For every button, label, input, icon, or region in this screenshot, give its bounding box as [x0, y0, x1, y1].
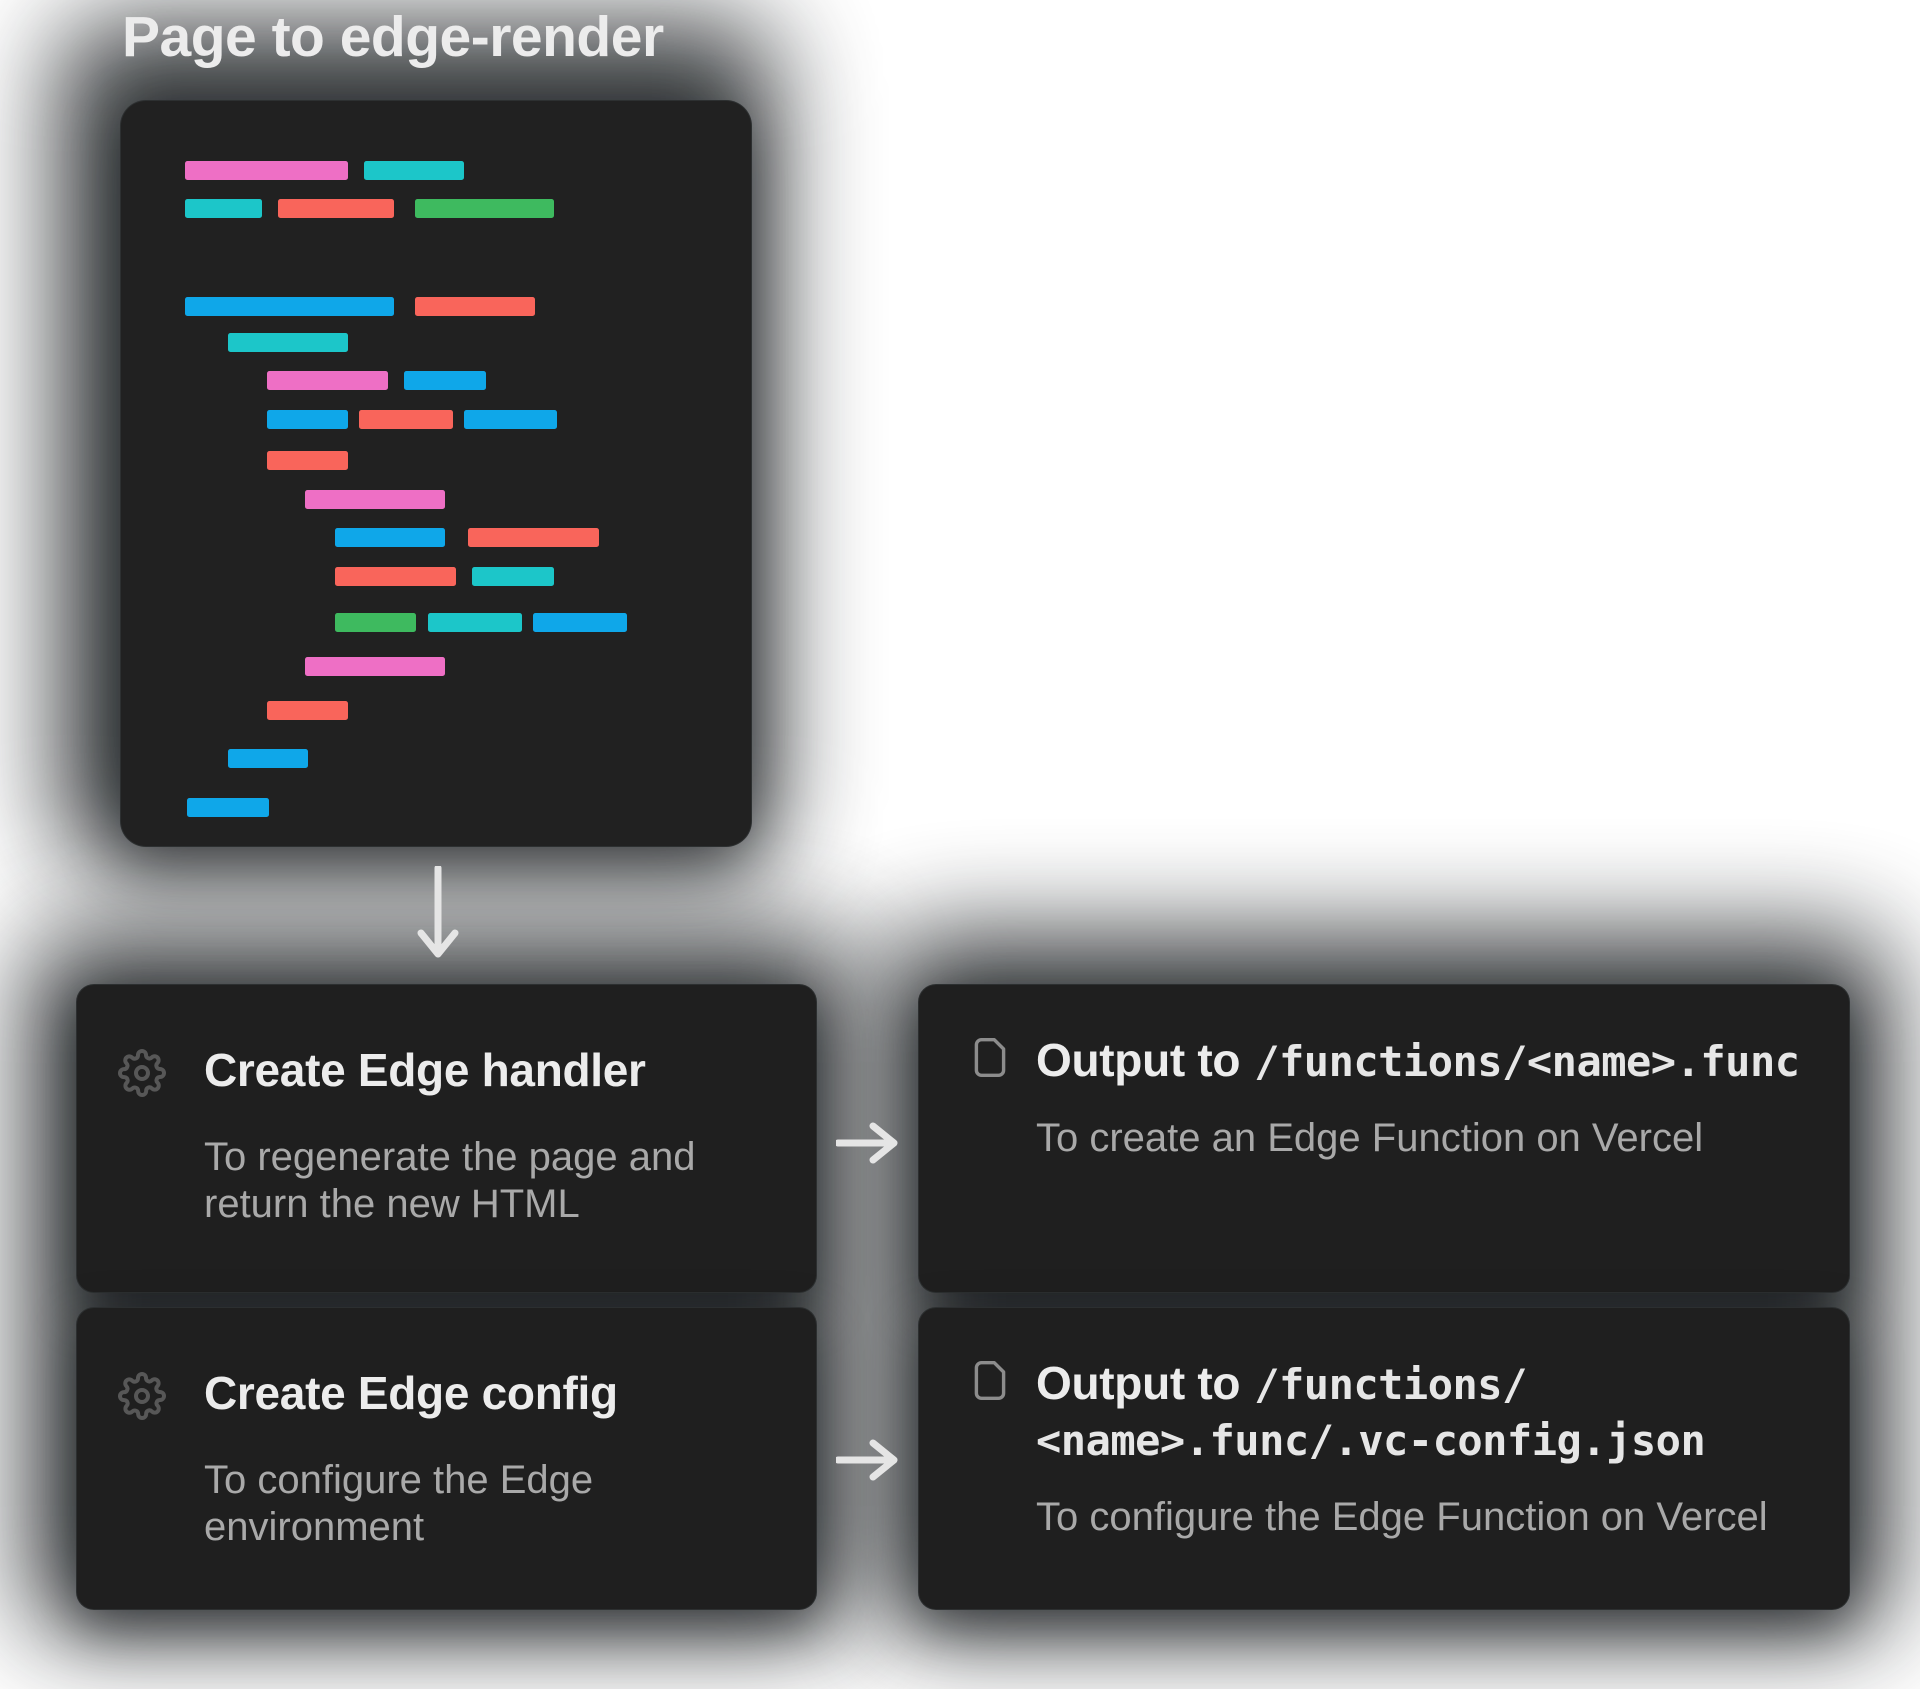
code-bar — [404, 371, 486, 390]
code-bar — [472, 567, 554, 586]
code-bar — [335, 613, 416, 632]
code-bar — [185, 199, 262, 218]
right-arrow-icon — [836, 1439, 898, 1481]
card-title: Output to/functions/ <name>.func/.vc-conf… — [1036, 1356, 1809, 1468]
card-title-code-line1: /functions/ — [1254, 1360, 1527, 1409]
card-create-edge-handler: Create Edge handler To regenerate the pa… — [76, 984, 817, 1293]
code-bar — [464, 410, 557, 429]
card-description: To create an Edge Function on Vercel — [1036, 1116, 1704, 1160]
card-title-text: Output to — [1036, 1034, 1241, 1086]
code-bar — [305, 490, 445, 509]
code-bar — [468, 528, 599, 547]
card-description: To regenerate the page and return the ne… — [204, 1135, 696, 1226]
code-window — [120, 100, 752, 847]
code-bar — [228, 749, 308, 768]
code-bar — [364, 161, 464, 180]
code-bar — [187, 798, 269, 817]
card-title-code-line2: <name>.func/.vc-config.json — [1036, 1416, 1706, 1465]
code-bar — [267, 371, 388, 390]
down-arrow-icon — [417, 866, 459, 958]
gear-icon — [118, 1049, 166, 1102]
code-bar — [267, 410, 348, 429]
right-arrow-icon — [836, 1122, 898, 1164]
file-icon — [973, 1037, 1007, 1083]
card-title: Create Edge config — [204, 1367, 618, 1419]
code-bar — [267, 451, 348, 470]
page-title: Page to edge-render — [122, 5, 664, 69]
code-bar — [185, 161, 348, 180]
code-bar — [185, 297, 394, 316]
card-title: Create Edge handler — [204, 1044, 646, 1096]
card-create-edge-config: Create Edge config To configure the Edge… — [76, 1307, 817, 1610]
card-title-code: /functions/<name>.func — [1254, 1037, 1800, 1086]
code-bar — [415, 297, 535, 316]
gear-icon — [118, 1372, 166, 1425]
card-title-text: Output to — [1036, 1357, 1241, 1409]
code-bar — [415, 199, 554, 218]
file-icon — [973, 1360, 1007, 1406]
code-bar — [335, 567, 456, 586]
card-description: To configure the Edge Function on Vercel — [1036, 1495, 1768, 1539]
card-output-func: Output to/functions/<name>.func To creat… — [918, 984, 1850, 1293]
code-bar — [278, 199, 394, 218]
code-bar — [359, 410, 453, 429]
card-description: To configure the Edge environment — [204, 1458, 594, 1549]
code-bar — [267, 701, 348, 720]
code-bar — [428, 613, 522, 632]
code-bar — [305, 657, 445, 676]
code-bar — [228, 333, 348, 352]
code-bar — [335, 528, 445, 547]
card-title: Output to/functions/<name>.func — [1036, 1033, 1809, 1089]
card-output-vc-config: Output to/functions/ <name>.func/.vc-conf… — [918, 1307, 1850, 1610]
code-bar — [533, 613, 627, 632]
